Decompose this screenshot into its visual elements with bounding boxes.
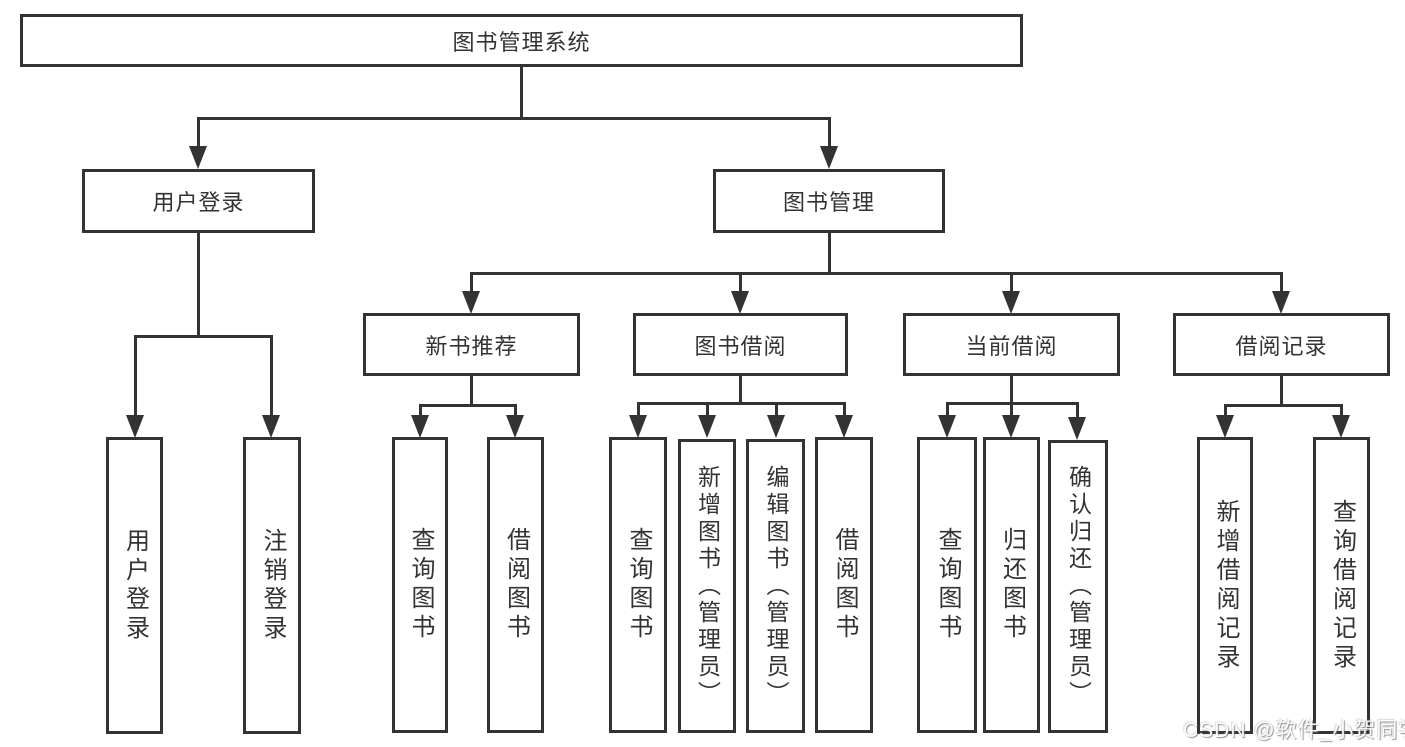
connector-line bbox=[197, 117, 200, 148]
connector-line bbox=[1010, 376, 1013, 404]
arrow-down-icon bbox=[1002, 291, 1020, 314]
node-new-book-recommend: 新书推荐 bbox=[363, 313, 580, 376]
connector-line bbox=[828, 117, 831, 148]
leaf-query-book-3: 查询图书 bbox=[917, 437, 977, 733]
connector-line bbox=[197, 117, 831, 120]
arrow-down-icon bbox=[767, 415, 785, 438]
connector-line bbox=[1010, 272, 1013, 293]
connector-line bbox=[946, 402, 949, 417]
connector-line bbox=[706, 402, 709, 417]
arrow-down-icon bbox=[1216, 415, 1234, 438]
arrow-down-icon bbox=[731, 291, 749, 314]
node-book-borrow: 图书借阅 bbox=[633, 313, 848, 376]
arrow-down-icon bbox=[1068, 417, 1086, 440]
connector-line bbox=[775, 402, 778, 417]
connector-line bbox=[520, 67, 523, 118]
connector-line bbox=[197, 233, 200, 337]
leaf-query-borrow-record: 查询借阅记录 bbox=[1313, 437, 1370, 734]
node-current-borrow: 当前借阅 bbox=[903, 313, 1120, 376]
csdn-watermark: CSDN @软件_小贺同学 bbox=[1183, 719, 1405, 742]
connector-line bbox=[637, 402, 640, 417]
node-user-login: 用户登录 bbox=[82, 169, 315, 233]
leaf-add-borrow-record: 新增借阅记录 bbox=[1197, 437, 1253, 734]
leaf-add-book-admin: 新增图书（管理员） bbox=[678, 439, 736, 733]
node-borrow-records: 借阅记录 bbox=[1173, 313, 1390, 376]
arrow-down-icon bbox=[189, 146, 207, 169]
arrow-down-icon bbox=[126, 415, 144, 438]
connector-line bbox=[843, 402, 846, 417]
connector-line bbox=[1280, 376, 1283, 406]
arrow-down-icon bbox=[820, 146, 838, 169]
connector-line bbox=[739, 376, 742, 404]
leaf-edit-book-admin: 编辑图书（管理员） bbox=[746, 439, 805, 733]
arrow-down-icon bbox=[698, 415, 716, 438]
arrow-down-icon bbox=[938, 415, 956, 438]
connector-line bbox=[470, 272, 473, 293]
connector-line bbox=[514, 404, 517, 417]
arrow-down-icon bbox=[462, 291, 480, 314]
connector-line bbox=[1224, 404, 1227, 417]
arrow-down-icon bbox=[1272, 291, 1290, 314]
leaf-logout: 注销登录 bbox=[243, 437, 301, 734]
connector-line bbox=[134, 335, 272, 338]
leaf-borrow-book-1: 借阅图书 bbox=[487, 437, 544, 733]
connector-line bbox=[470, 272, 1282, 275]
node-book-management: 图书管理 bbox=[713, 169, 945, 233]
leaf-query-book-1: 查询图书 bbox=[392, 437, 448, 733]
arrow-down-icon bbox=[411, 415, 429, 438]
connector-line bbox=[419, 404, 422, 417]
connector-line bbox=[419, 404, 516, 407]
leaf-query-book-2: 查询图书 bbox=[609, 437, 667, 733]
connector-line bbox=[637, 402, 846, 405]
connector-line bbox=[134, 335, 137, 417]
node-root-system: 图书管理系统 bbox=[20, 14, 1023, 67]
leaf-return-book: 归还图书 bbox=[983, 437, 1040, 733]
connector-line bbox=[1340, 404, 1343, 417]
arrow-down-icon bbox=[262, 415, 280, 438]
leaf-borrow-book-2: 借阅图书 bbox=[815, 437, 873, 733]
arrow-down-icon bbox=[506, 415, 524, 438]
connector-line bbox=[1224, 404, 1343, 407]
connector-line bbox=[1280, 272, 1283, 293]
leaf-confirm-return-admin: 确认归还（管理员） bbox=[1048, 440, 1108, 733]
arrow-down-icon bbox=[1332, 415, 1350, 438]
connector-line bbox=[1076, 402, 1079, 417]
leaf-user-login: 用户登录 bbox=[106, 437, 163, 734]
arrow-down-icon bbox=[1002, 415, 1020, 438]
connector-line bbox=[1010, 402, 1013, 417]
arrow-down-icon bbox=[629, 415, 647, 438]
connector-line bbox=[470, 376, 473, 406]
connector-line bbox=[739, 272, 742, 293]
connector-line bbox=[270, 335, 273, 417]
arrow-down-icon bbox=[835, 415, 853, 438]
connector-line bbox=[828, 233, 831, 274]
